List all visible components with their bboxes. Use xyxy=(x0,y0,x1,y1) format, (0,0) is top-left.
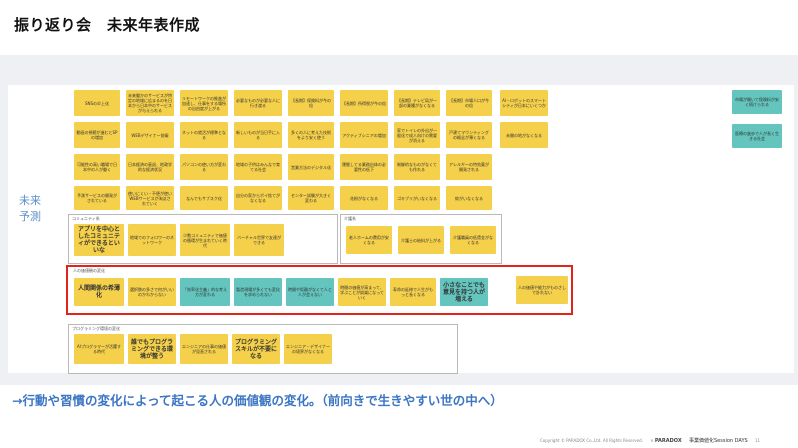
group-frame-community xyxy=(68,214,338,264)
sticky-note[interactable]: 時間や距離がなくて人と人が会えない xyxy=(286,278,334,306)
sticky-note[interactable]: バーチャル世界で友達ができる xyxy=(234,224,284,256)
sticky-note[interactable]: 選択肢の多さで何がいいのかわからない xyxy=(128,278,176,306)
sticky-note[interactable]: アプリを中心としたコミュニティができるといいな xyxy=(74,224,124,256)
sticky-note[interactable]: センター試験が大きく変わる xyxy=(288,186,334,210)
sticky-note[interactable]: エンジニア・デザイナーの境界がなくなる xyxy=(284,334,332,364)
sticky-note[interactable]: 営業方法のデジタル化 xyxy=(288,154,334,180)
sticky-note[interactable]: アクティブシニアの増加 xyxy=(340,122,388,148)
sticky-note[interactable]: 【長期】市場人口が今の倍 xyxy=(446,90,492,116)
sticky-note[interactable]: 介護職員の低賃金がなくなる xyxy=(450,226,496,254)
sticky-note[interactable]: 家でトイレの外出が一般化で成人向けの需要が消える xyxy=(394,122,440,148)
event-name: 事業価値化Session DAYS xyxy=(689,438,748,444)
sticky-note[interactable]: リモートワークの推進が加速し、仕事をする場所の自由度が上がる xyxy=(180,90,228,116)
sticky-note[interactable]: ネットの就活が標準となる xyxy=(180,122,228,148)
footer: Copyright © PARADOX Co.,Ltd. All Rights … xyxy=(540,437,760,444)
group-label-care: 介護系 xyxy=(344,216,356,221)
copyright-text: Copyright © PARADOX Co.,Ltd. All Rights … xyxy=(540,438,643,443)
sticky-note[interactable]: 人間関係の希薄化 xyxy=(74,278,124,306)
sticky-note[interactable]: エンジニアの仕事の価値が見直される xyxy=(180,334,228,364)
sticky-note[interactable]: 花粉がなくなる xyxy=(340,186,388,210)
sticky-note[interactable]: 使いにくい・不便が使いWEBサービスが淘汰されていく xyxy=(126,186,174,210)
group-label-community: コミュニティ系 xyxy=(72,216,100,221)
sticky-note[interactable]: SNSの炎上化 xyxy=(74,90,120,116)
sticky-note[interactable]: 予測サービスの開発がされている xyxy=(74,186,120,210)
sticky-note[interactable]: 多くの人に考えた技術をより安く使う xyxy=(288,122,334,148)
sticky-note[interactable]: 介護士の給料が上がる xyxy=(398,226,444,254)
sticky-note[interactable]: なんでもサブスク化 xyxy=(180,186,228,210)
sticky-note[interactable]: 運搬してる業務自体の必要性の低下 xyxy=(340,154,388,180)
sticky-note[interactable]: 製造現場が多くても変化を求められない xyxy=(234,278,282,306)
sticky-note[interactable]: 寿命の延伸で人生がもっと長くなる xyxy=(390,278,436,306)
sticky-note[interactable]: 人の価値や能力がものさしで計れない xyxy=(516,276,568,304)
sticky-note[interactable]: アレルギーの特効薬が開発される xyxy=(446,154,492,180)
caption-text: →行動や習慣の変化によって起こる人の価値観の変化。（前向きで生きやすい世の中へ） xyxy=(12,393,503,408)
sticky-note[interactable]: 未来働かのサービスが特定の地域に広まるのを日本から日本中のサービスが与えられる xyxy=(126,90,174,116)
sticky-note[interactable]: 可能性の高い職場で日本中の人が働く xyxy=(74,154,120,180)
sticky-note[interactable]: 「効率化主義」的な考え方が変わる xyxy=(180,278,230,306)
sticky-note[interactable]: 小さなことでも意見を持つ人が増える xyxy=(440,278,488,306)
sticky-note[interactable]: 老人ホームの費用が安くなる xyxy=(346,226,392,254)
sticky-note[interactable]: 新しいものが当日手に入る xyxy=(234,122,282,148)
group-frame-care xyxy=(340,214,502,264)
group-frame-programming xyxy=(68,324,458,374)
sticky-note[interactable]: 未開の地がなくなる xyxy=(500,122,548,148)
sticky-note[interactable]: 戸建てマウンティングの概念が薄くなる xyxy=(446,122,492,148)
sticky-note[interactable]: 日本経済の衰退、地政学的な経済状況 xyxy=(126,154,174,180)
sticky-note[interactable]: 必要なものが必要な人に行き渡る xyxy=(234,90,282,116)
group-label-values: 人の価値観の変化 xyxy=(73,268,105,273)
group-label-programming: プログラミング環境の変化 xyxy=(72,326,120,331)
sticky-note[interactable]: 誰でもプログラミングできる環境が整う xyxy=(128,334,176,364)
paradox-logo-icon: ✕ xyxy=(650,438,654,443)
sticky-note[interactable]: 市場が開いて保険料が安く続けられる xyxy=(732,90,782,114)
sticky-note[interactable]: 制御的なものがなくても作れる xyxy=(394,154,440,180)
sticky-note[interactable]: AI・ロボットのスマートシティが日本にいくつか xyxy=(500,90,548,116)
page-number: 11 xyxy=(754,438,761,443)
sticky-note[interactable]: ゴキブリがいなくなる xyxy=(394,186,440,210)
sticky-note[interactable]: 地域の子供はみんなで育てる社会 xyxy=(234,154,282,180)
sticky-note[interactable]: 動画の視聴が進むとSPの増加 xyxy=(74,122,120,148)
sticky-note[interactable]: WEBデザイナー前衛 xyxy=(126,122,174,148)
sticky-note[interactable]: 医療の進歩で人が長く生きる社会 xyxy=(732,124,782,148)
sticky-note[interactable]: 少数コミュニティで価値の循環が生まれていく時代 xyxy=(180,224,230,256)
highlight-frame xyxy=(66,265,573,315)
sticky-note[interactable]: 地域でのフォロワーのネットワーク xyxy=(128,224,176,256)
sticky-note[interactable]: プログラミングスキルが不要になる xyxy=(232,334,280,364)
sticky-note[interactable]: 【長期】保険料が今の倍 xyxy=(288,90,334,116)
sticky-note[interactable]: 【長期】テレビ局が一部の業種がなくなる xyxy=(394,90,440,116)
sticky-note[interactable]: パソコンの使い方が変わる xyxy=(180,154,228,180)
sticky-note[interactable]: AIプログラマーが活躍する時代 xyxy=(74,334,124,364)
sticky-note[interactable]: 自分の家からポイ捨てがなくなる xyxy=(234,186,282,210)
future-prediction-label: 未来 予測 xyxy=(10,193,50,225)
sticky-note[interactable]: 時間の価値が高まって、学ぶことが娯楽になっていく xyxy=(338,278,386,306)
brand-name: PARADOX xyxy=(654,438,682,444)
sticky-note[interactable]: 【長期】所得税が今の倍 xyxy=(340,90,388,116)
sticky-note[interactable]: 蚊がいなくなる xyxy=(446,186,492,210)
side-label-line: 未来 xyxy=(19,194,41,207)
page-title: 振り返り会 未来年表作成 xyxy=(14,16,201,34)
side-label-line: 予測 xyxy=(19,210,41,223)
